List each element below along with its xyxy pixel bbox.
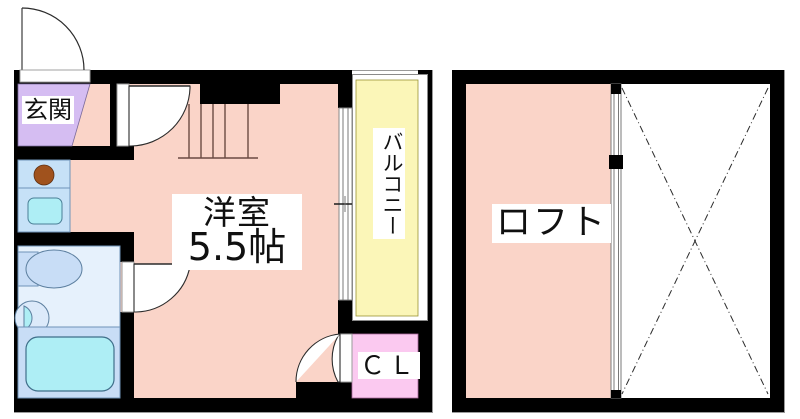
wall-balcony-lower — [338, 300, 352, 326]
loft-sliding-partition[interactable] — [609, 83, 623, 399]
genkan-inner-door[interactable] — [116, 83, 191, 147]
entrance-door-swing-arc — [21, 7, 85, 71]
staircase-icon — [178, 104, 258, 159]
balcony-label: バルコニー — [373, 128, 405, 239]
closet-door[interactable] — [295, 332, 353, 383]
entrance-door[interactable] — [19, 7, 91, 83]
wall-genkan-right — [110, 146, 134, 160]
wall-kitchen-bath — [14, 232, 134, 246]
genkan-inner-door-panel — [128, 85, 191, 147]
wall-bottom-exterior — [14, 398, 432, 412]
kitchen-sink-icon — [27, 197, 63, 225]
loft-wall-right — [770, 70, 784, 412]
balcony-sliding-door[interactable] — [334, 107, 353, 301]
loft-partition-stop-mid — [609, 155, 623, 169]
loft-partition-stop-bottom — [611, 390, 621, 398]
loft-wall-top — [452, 70, 784, 84]
bathtub-icon — [25, 336, 115, 392]
closet-door-panel — [331, 332, 341, 383]
main-room-size-label: 5.5帖 — [187, 225, 287, 269]
wall-cl-door-sill — [296, 382, 352, 398]
bathroom-door-frame — [121, 261, 135, 313]
kitchen-area — [17, 159, 71, 233]
wall-balcony-upper — [338, 70, 352, 108]
closet-door-frame — [339, 333, 353, 383]
stove-burner-icon — [33, 164, 55, 186]
loft-partition-track — [610, 83, 622, 399]
loft-void-cross — [621, 87, 769, 395]
closet-door-swing-arc — [295, 333, 341, 383]
loft-void-area — [616, 84, 770, 398]
main-room-label-group: 洋室 5.5帖 — [172, 194, 302, 270]
loft-label: ロフト — [492, 204, 612, 243]
loft-wall-left — [452, 70, 466, 412]
loft-partition-stop-top — [611, 84, 621, 94]
loft-wall-bottom — [452, 398, 784, 412]
wall-top-right — [254, 70, 352, 84]
toilet-icon — [25, 249, 83, 289]
bathroom-area — [14, 245, 121, 399]
entrance-door-threshold — [19, 69, 91, 83]
wall-genkan-kitchen — [14, 146, 124, 160]
main-room-label: 洋室 — [203, 193, 271, 232]
wall-bath-vertical-top — [120, 232, 134, 262]
wall-bath-vertical-bottom — [120, 312, 134, 408]
loft-wall-group — [452, 70, 784, 412]
entrance-label: 玄関 — [22, 96, 74, 124]
closet-label: ＣＬ — [358, 351, 421, 380]
wall-cl-top — [338, 320, 432, 334]
genkan-inner-door-frame — [116, 83, 130, 147]
loft-void-cross-line-b — [621, 87, 769, 395]
loft-floor-plan — [452, 70, 785, 413]
